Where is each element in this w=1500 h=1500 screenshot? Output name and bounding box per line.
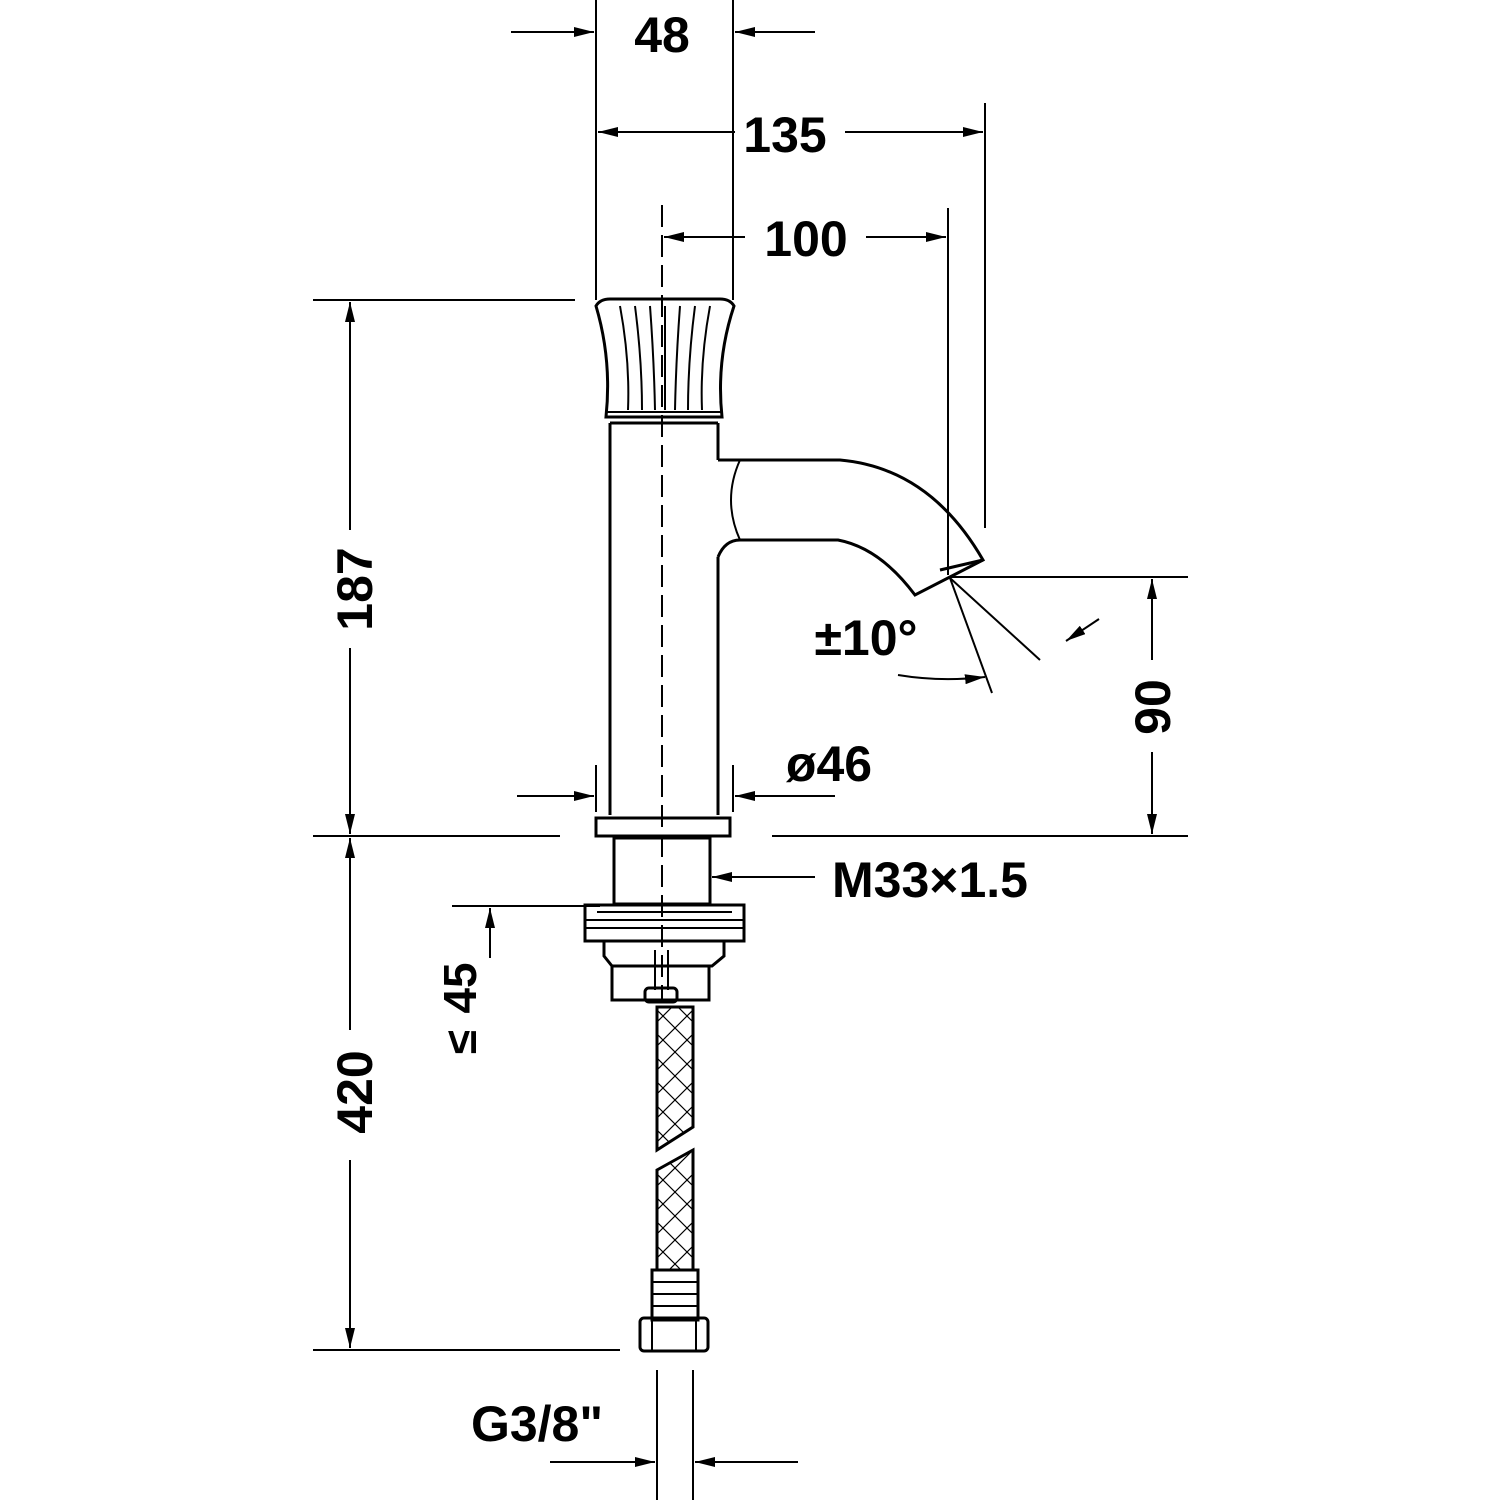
dim-connection-g38: G3/8"	[471, 1396, 603, 1452]
hose-upper	[655, 1005, 695, 1153]
dim-420: 420	[327, 1050, 383, 1133]
dim-135: 135	[743, 107, 826, 163]
dim-45-symbol: ≤	[437, 1030, 486, 1054]
dim-90: 90	[1125, 679, 1181, 735]
dim-thread-m33: M33×1.5	[832, 852, 1028, 908]
hose-lower	[638, 1147, 710, 1353]
dim-swivel-angle: ±10°	[814, 610, 917, 666]
dim-48: 48	[634, 7, 690, 63]
faucet-outline	[583, 205, 986, 1353]
handle	[594, 297, 736, 419]
threaded-shank	[583, 836, 746, 1004]
dim-100: 100	[764, 211, 847, 267]
dimension-lines	[345, 27, 1157, 1467]
dim-45: 45	[434, 962, 486, 1013]
dim-diameter-46: ø46	[786, 736, 872, 792]
dimension-labels: 48 135 100 187 420 90 45 ≤ ±10° ø46 M33×…	[327, 7, 1181, 1452]
spout	[716, 458, 986, 597]
dim-187: 187	[327, 547, 383, 630]
extension-lines	[313, 0, 1188, 1500]
